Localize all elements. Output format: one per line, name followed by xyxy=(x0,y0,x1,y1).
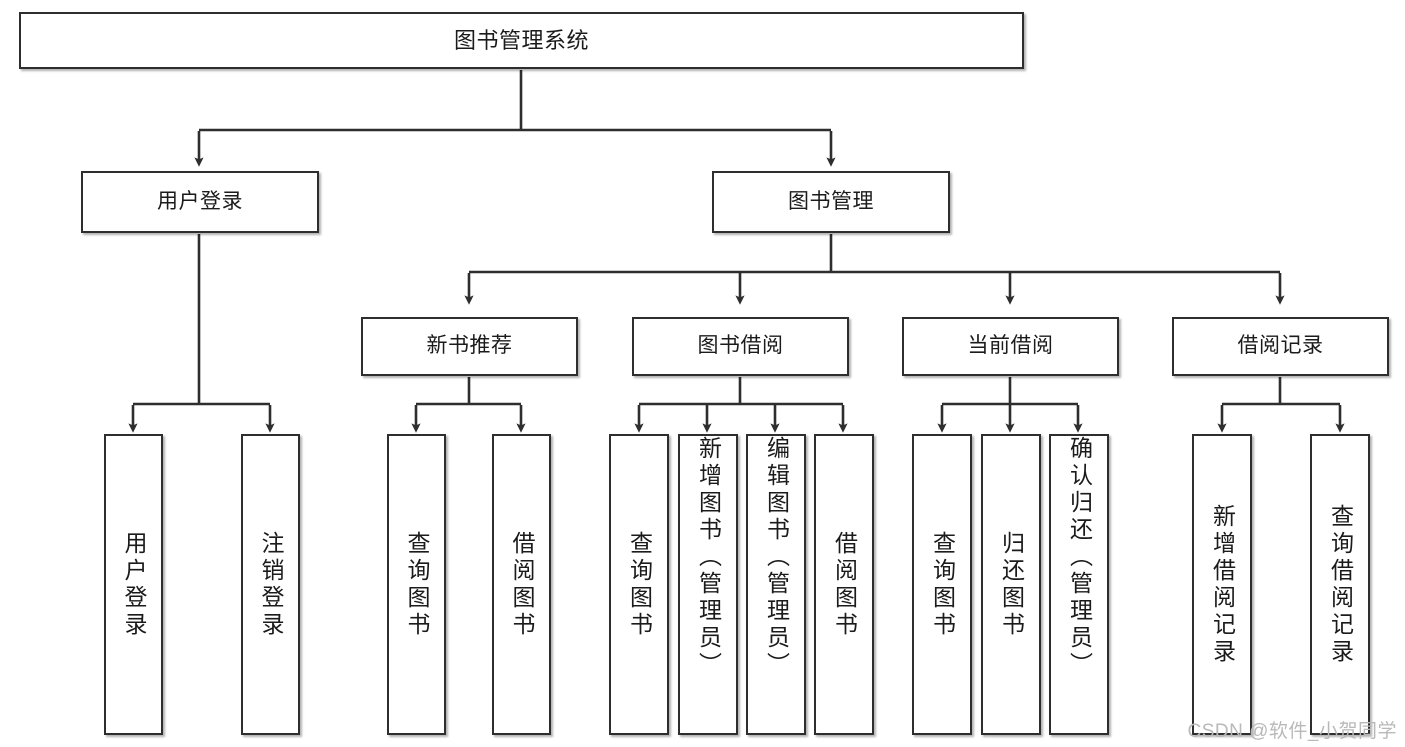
leaf-edit-book-admin[interactable]: 编辑图书（管理员） xyxy=(746,434,806,735)
node-book-borrow[interactable]: 图书借阅 xyxy=(632,317,849,376)
node-user-login[interactable]: 用户登录 xyxy=(81,171,319,233)
node-root-system[interactable]: 图书管理系统 xyxy=(19,12,1024,69)
leaf-add-borrow-record[interactable]: 新增借阅记录 xyxy=(1192,434,1252,735)
node-label: 编辑图书（管理员） xyxy=(763,436,790,679)
node-label: 用户登录 xyxy=(157,189,243,213)
node-label: 借阅记录 xyxy=(1237,334,1324,358)
node-label: 归还图书 xyxy=(998,530,1025,639)
node-new-book-recommend[interactable]: 新书推荐 xyxy=(361,317,578,376)
node-label: 查询图书 xyxy=(404,530,430,639)
node-label: 图书管理系统 xyxy=(453,27,589,53)
node-label: 用户登录 xyxy=(121,530,147,639)
node-label: 查询图书 xyxy=(626,530,653,639)
leaf-add-book-admin[interactable]: 新增图书（管理员） xyxy=(678,434,738,735)
node-label: 确认归还（管理员） xyxy=(1066,436,1093,679)
leaf-borrow-book[interactable]: 借阅图书 xyxy=(814,434,874,735)
node-label: 图书借阅 xyxy=(697,334,784,358)
node-current-borrow[interactable]: 当前借阅 xyxy=(902,317,1119,376)
node-label: 查询图书 xyxy=(929,530,956,639)
node-label: 借阅图书 xyxy=(831,530,858,639)
node-label: 借阅图书 xyxy=(509,530,535,639)
leaf-query-borrow-record[interactable]: 查询借阅记录 xyxy=(1310,434,1370,735)
node-borrow-records[interactable]: 借阅记录 xyxy=(1172,317,1389,376)
leaf-query-book-new[interactable]: 查询图书 xyxy=(387,434,446,735)
node-label: 新增借阅记录 xyxy=(1209,503,1236,666)
node-label: 当前借阅 xyxy=(967,334,1054,358)
node-label: 图书管理 xyxy=(788,189,874,213)
leaf-user-login[interactable]: 用户登录 xyxy=(104,434,163,735)
leaf-logout[interactable]: 注销登录 xyxy=(241,434,300,735)
leaf-borrow-book-new[interactable]: 借阅图书 xyxy=(492,434,551,735)
watermark: CSDN @软件_小贺同学 xyxy=(1187,721,1397,742)
node-book-management[interactable]: 图书管理 xyxy=(712,171,950,233)
leaf-confirm-return-admin[interactable]: 确认归还（管理员） xyxy=(1049,434,1109,735)
node-label: 注销登录 xyxy=(258,530,284,639)
node-label: 新书推荐 xyxy=(426,334,513,358)
node-label: 查询借阅记录 xyxy=(1327,503,1354,666)
leaf-return-book[interactable]: 归还图书 xyxy=(981,434,1041,735)
leaf-query-book-current[interactable]: 查询图书 xyxy=(912,434,972,735)
node-label: 新增图书（管理员） xyxy=(695,436,722,679)
leaf-query-book-borrow[interactable]: 查询图书 xyxy=(609,434,669,735)
